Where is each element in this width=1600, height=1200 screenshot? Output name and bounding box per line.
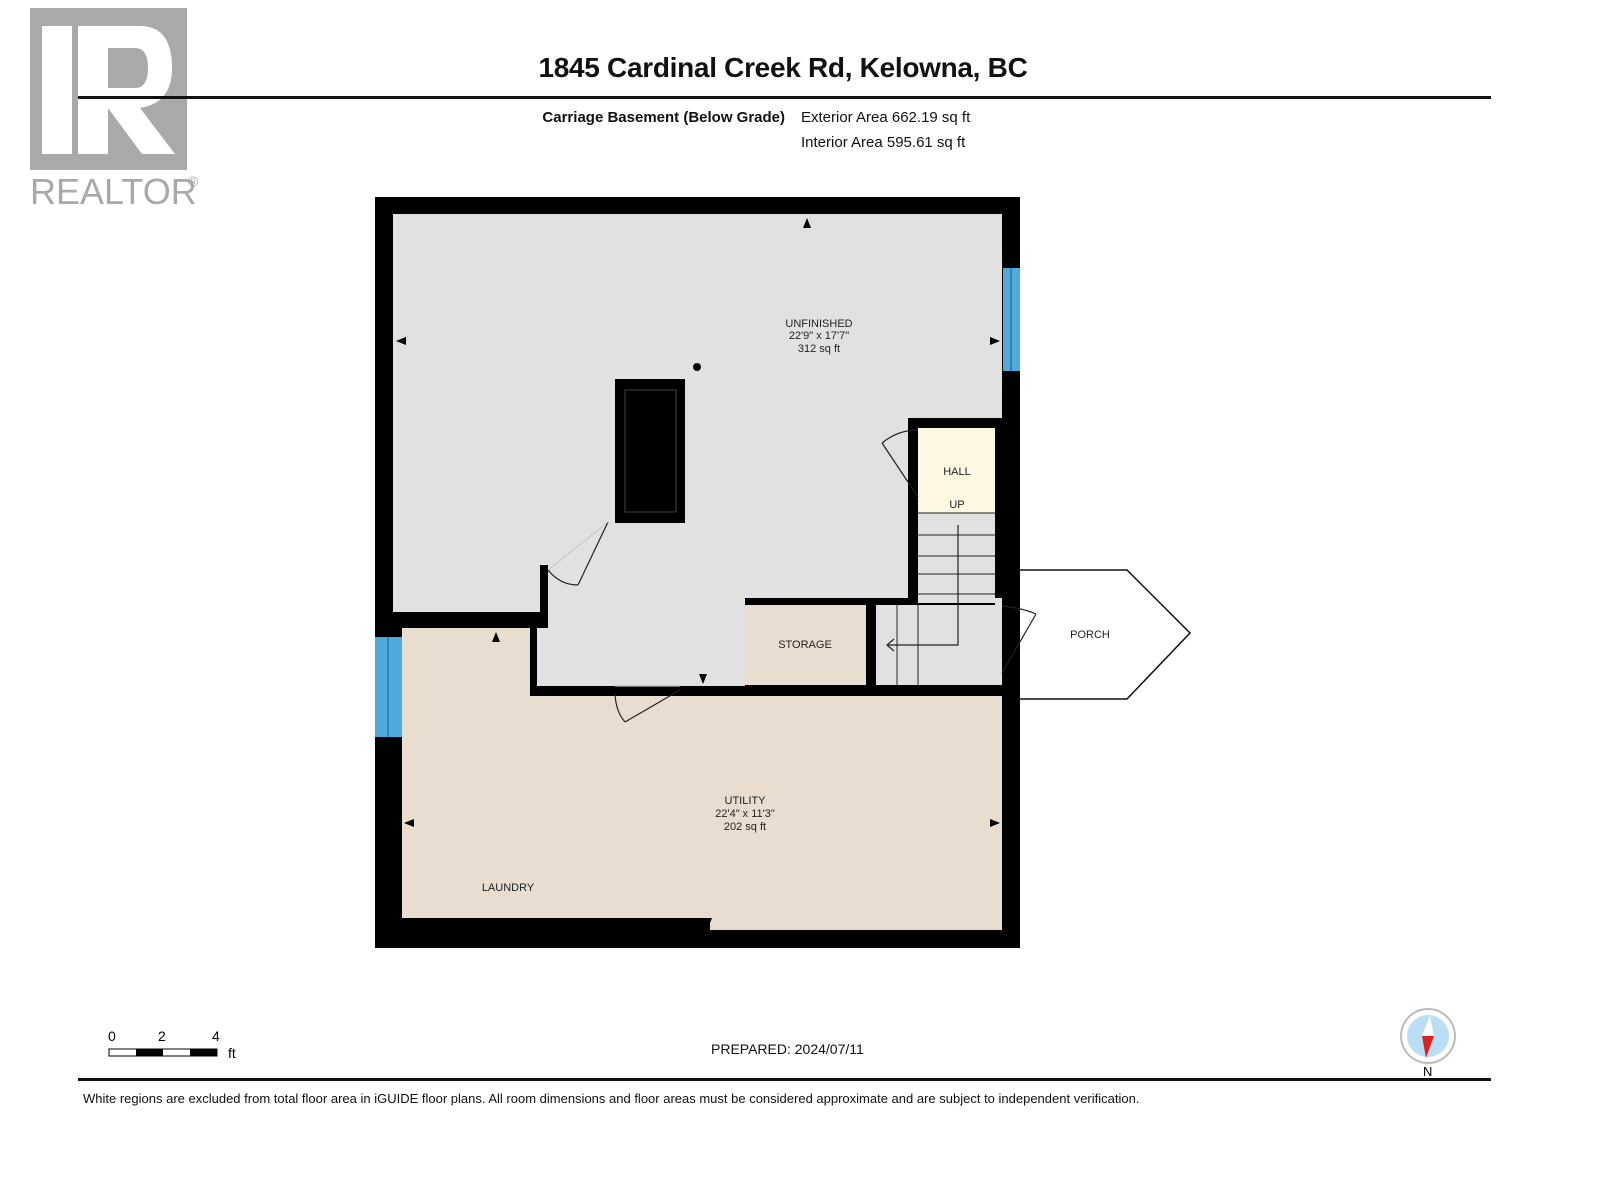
dimension-markers — [396, 218, 1000, 928]
title-divider — [78, 96, 1491, 99]
footer-divider — [78, 1078, 1491, 1081]
disclaimer: White regions are excluded from total fl… — [83, 1091, 1140, 1106]
compass-icon: N — [1398, 1008, 1458, 1085]
room-utility — [402, 628, 1002, 930]
exterior-area: Exterior Area 662.19 sq ft — [801, 109, 971, 126]
room-dims-unfinished: 22'9" x 17'7" — [789, 330, 849, 342]
stairs-direction-arrow — [888, 525, 959, 646]
room-name-porch: PORCH — [1070, 629, 1110, 641]
room-unfinished — [393, 214, 1002, 686]
door-swings — [547, 429, 1037, 723]
room-name-laundry: LAUNDRY — [482, 882, 535, 894]
room-storage — [745, 605, 866, 685]
realtor-logo-text: REALTOR — [30, 171, 197, 212]
scale-bar: 0 2 4 ft — [106, 1026, 246, 1071]
realtor-logo: REALTOR ® — [30, 8, 205, 218]
stairs — [876, 512, 1002, 685]
scale-tick-2: 2 — [158, 1028, 166, 1044]
room-area-unfinished: 312 sq ft — [798, 343, 840, 355]
floor-name: Carriage Basement (Below Grade) — [542, 109, 785, 126]
chimney — [615, 379, 685, 523]
room-name-unfinished: UNFINISHED — [785, 318, 852, 330]
room-name-storage: STORAGE — [778, 639, 832, 651]
room-dims-utility: 22'4" x 11'3" — [715, 808, 775, 820]
svg-text:®: ® — [188, 173, 199, 189]
room-name-utility: UTILITY — [725, 795, 767, 807]
room-area-utility: 202 sq ft — [724, 821, 766, 833]
room-hall — [918, 428, 995, 513]
page-title: 1845 Cardinal Creek Rd, Kelowna, BC — [538, 52, 1028, 83]
prepared-date: PREPARED: 2024/07/11 — [711, 1041, 864, 1057]
compass-north-label: N — [1423, 1064, 1432, 1079]
scale-tick-4: 4 — [212, 1028, 220, 1044]
stairs-label: UP — [949, 499, 964, 511]
room-name-hall: HALL — [943, 466, 971, 478]
scale-unit: ft — [228, 1045, 236, 1061]
interior-area: Interior Area 595.61 sq ft — [801, 134, 966, 151]
scale-tick-0: 0 — [108, 1028, 116, 1044]
post — [693, 363, 701, 371]
